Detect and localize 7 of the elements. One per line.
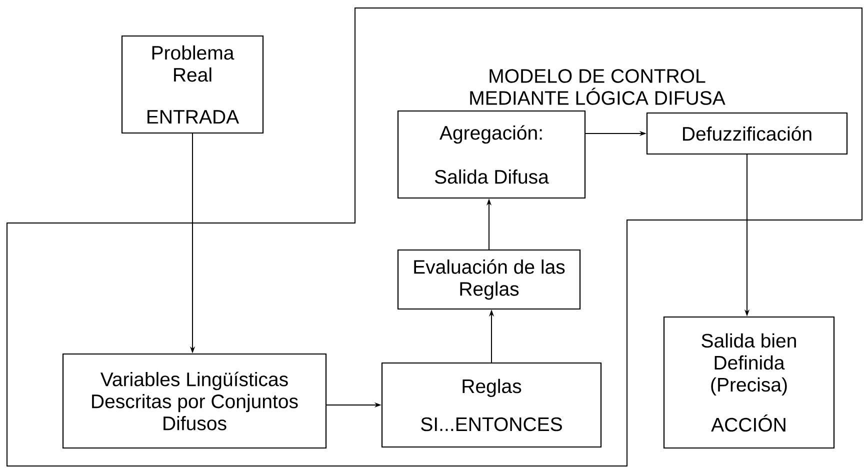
process-box: Variables Lingüísticas Descritas por Conjuntos Difusos <box>62 353 327 449</box>
process-box: Agregación: Salida Difusa <box>397 110 586 199</box>
process-box: Defuzzificación <box>646 112 848 155</box>
process-box: Salida bien Definida (Precisa) ACCIÓN <box>663 316 835 449</box>
process-box: Problema Real ENTRADA <box>121 35 264 134</box>
process-box: Evaluación de las Reglas <box>397 249 581 310</box>
process-box: Reglas SI...ENTONCES <box>381 362 602 448</box>
